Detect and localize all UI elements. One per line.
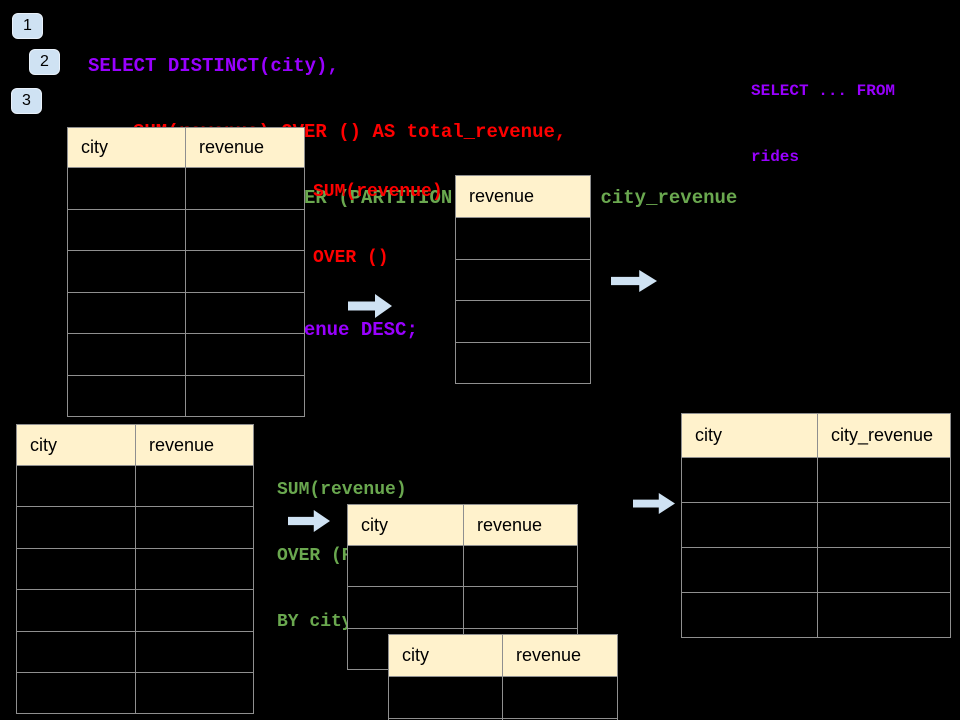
table-cell [464, 587, 578, 629]
table-cell [136, 590, 254, 632]
column-header-revenue: revenue [136, 425, 254, 466]
annotation-line: OVER () [313, 248, 389, 268]
step-badge-1: 1 [12, 13, 43, 39]
right-arrow-icon [633, 493, 675, 514]
column-header-revenue: revenue [456, 176, 591, 218]
table-cell [136, 466, 254, 508]
table-cell [17, 466, 136, 508]
table-cell [186, 251, 305, 293]
column-header-revenue: revenue [503, 635, 618, 677]
side-note-line-1: SELECT ... FROM [751, 82, 896, 100]
table-rides-source-top: city revenue [67, 127, 305, 417]
table-cell [17, 631, 136, 673]
column-header-city: city [17, 425, 136, 466]
table-cell [682, 593, 818, 638]
table-cell [389, 677, 503, 719]
table-cell [348, 587, 464, 629]
table-cell [818, 458, 951, 503]
table-cell [818, 593, 951, 638]
table-cell [389, 718, 503, 720]
step-badge-3: 3 [11, 88, 42, 114]
step-badge-2: 2 [29, 49, 60, 75]
table-cell [68, 334, 186, 376]
table-total-revenue-result: revenue [455, 175, 591, 384]
column-header-city: city [389, 635, 503, 677]
table-cell [186, 334, 305, 376]
table-cell [136, 631, 254, 673]
annotation-line: SUM(revenue) [277, 480, 407, 500]
table-cell [503, 718, 618, 720]
table-cell [818, 503, 951, 548]
table-city-revenue-result: city city_revenue [681, 413, 951, 638]
table-cell [818, 548, 951, 593]
column-header-city-revenue: city_revenue [818, 414, 951, 458]
table-cell [456, 301, 591, 343]
table-cell [17, 548, 136, 591]
column-header-city: city [682, 414, 818, 458]
table-cell [503, 677, 618, 719]
table-cell [682, 503, 818, 548]
table-cell [464, 546, 578, 588]
column-header-city: city [68, 128, 186, 168]
table-cell [136, 672, 254, 715]
table-cell [68, 168, 186, 210]
table-cell [456, 259, 591, 301]
table-cell [682, 548, 818, 593]
column-header-revenue: revenue [186, 128, 305, 168]
column-header-revenue: revenue [464, 505, 578, 546]
sql-line-select: SELECT DISTINCT(city), [88, 55, 339, 77]
annotation-window-total: SUM(revenue) OVER () [313, 137, 443, 313]
table-rides-source-bottom: city revenue [16, 424, 254, 715]
column-header-city: city [348, 505, 464, 546]
right-arrow-icon [611, 270, 657, 292]
table-cell [186, 292, 305, 334]
table-cell [186, 209, 305, 251]
table-cell [68, 292, 186, 334]
side-note-line-2: rides [751, 148, 800, 166]
table-cell [68, 375, 186, 417]
right-arrow-icon [288, 510, 330, 532]
table-cell [682, 458, 818, 503]
right-arrow-icon [348, 294, 392, 318]
table-cell [186, 168, 305, 210]
table-cell [17, 672, 136, 715]
table-cell [456, 218, 591, 260]
table-cell [136, 507, 254, 549]
table-cell [348, 546, 464, 588]
table-cell [68, 251, 186, 293]
table-cell [136, 548, 254, 591]
table-partition-overlay: city revenue [388, 634, 618, 720]
table-cell [456, 342, 591, 384]
table-cell [186, 375, 305, 417]
table-cell [68, 209, 186, 251]
table-cell [17, 507, 136, 549]
annotation-line: SUM(revenue) [313, 182, 443, 202]
table-cell [17, 590, 136, 632]
side-note: SELECT ... FROM rides [751, 36, 895, 212]
